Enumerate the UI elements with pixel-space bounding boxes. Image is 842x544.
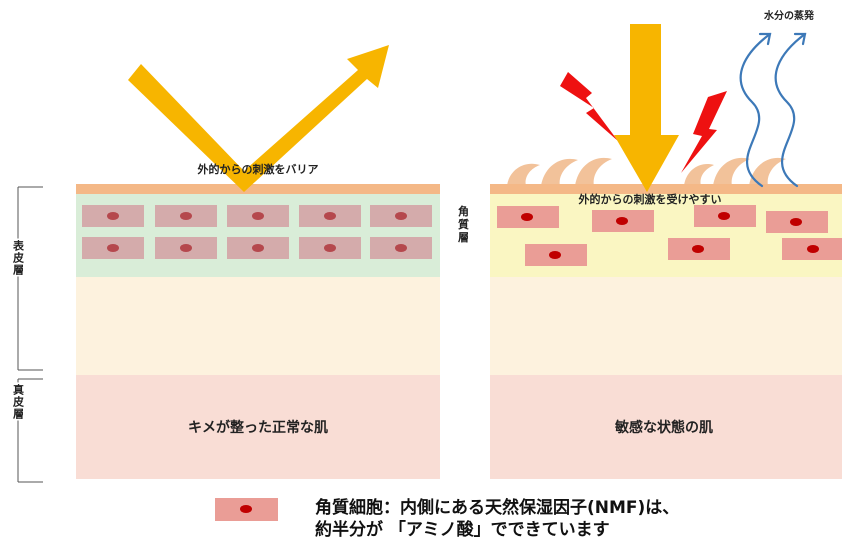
water-evaporation-label: 水分の蒸発 xyxy=(763,9,815,22)
corneocyte xyxy=(82,237,144,259)
corneocyte xyxy=(694,205,756,227)
epidermis-bracket xyxy=(17,186,43,371)
evaporation-wave-icon xyxy=(774,32,807,188)
corneocyte xyxy=(155,237,217,259)
layer-brackets xyxy=(17,186,43,483)
left-barrier-label: 外的からの刺激をバリア xyxy=(197,162,319,176)
corneocyte xyxy=(227,237,289,259)
incoming-stimulus-arrow-icon xyxy=(614,24,679,192)
corneocyte xyxy=(299,237,361,259)
corneocyte xyxy=(155,205,217,227)
right-corneocytes xyxy=(497,205,842,266)
corneocyte xyxy=(370,205,432,227)
corneocyte xyxy=(592,210,654,232)
right-surface-line xyxy=(490,184,842,194)
right-stimulus-label: 外的からの刺激を受けやすい xyxy=(578,192,722,206)
left-surface-line xyxy=(76,184,440,194)
left-corneocytes xyxy=(82,205,432,259)
dermis-label: 真皮層 xyxy=(12,383,26,420)
corneocyte xyxy=(82,205,144,227)
corneocyte xyxy=(299,205,361,227)
stratum-corneum-label: 角質層 xyxy=(457,204,470,244)
corneocyte xyxy=(525,244,587,266)
corneocyte xyxy=(668,238,730,260)
right-skin-label: 敏感な状態の肌 xyxy=(614,419,713,436)
corneocyte xyxy=(497,206,559,228)
normal-skin-panel: 外的からの刺激をバリア キメが整った正常な肌 xyxy=(76,45,440,479)
left-dermis-layer xyxy=(76,375,440,479)
corneocyte xyxy=(370,237,432,259)
peeling-flakes xyxy=(507,157,786,186)
corneocyte xyxy=(766,211,828,233)
sensitive-skin-panel: 水分の蒸発 外的からの刺激を受けやすい 敏感な状態の肌 xyxy=(490,9,842,479)
water-evaporation-arrows xyxy=(739,32,807,188)
legend-line-1: 角質細胞：内側にある天然保湿因子(NMF)は、 xyxy=(315,498,680,518)
dermis-bracket xyxy=(17,378,43,483)
legend-text: 角質細胞：内側にある天然保湿因子(NMF)は、 約半分が 「アミノ酸」でできてい… xyxy=(315,497,785,541)
right-epidermis-layer xyxy=(490,277,842,375)
lightning-icon xyxy=(560,72,618,141)
lightning-icon xyxy=(681,91,727,173)
right-dermis-layer xyxy=(490,375,842,479)
legend-line-2: 約半分が 「アミノ酸」でできています xyxy=(315,520,610,540)
left-epidermis-layer xyxy=(76,277,440,375)
epidermis-label: 表皮層 xyxy=(12,239,26,276)
legend-corneocyte-swatch xyxy=(215,498,278,521)
corneocyte xyxy=(227,205,289,227)
left-skin-label: キメが整った正常な肌 xyxy=(188,419,328,436)
corneocyte xyxy=(782,238,842,260)
evaporation-wave-icon xyxy=(739,32,772,188)
reflected-arrow-icon xyxy=(128,45,389,192)
